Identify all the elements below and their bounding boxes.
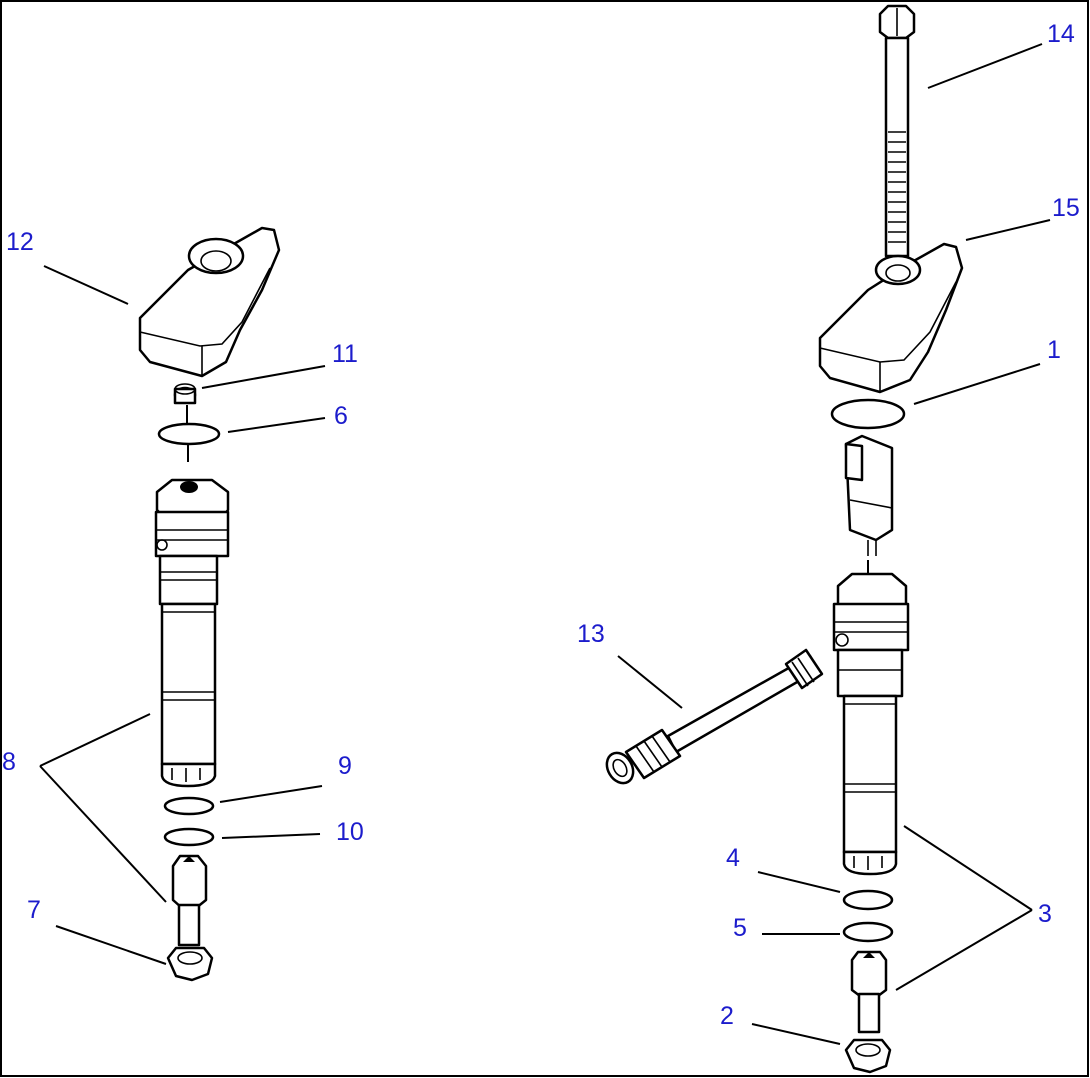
left-injector-body — [154, 478, 230, 788]
callout-2: 2 — [720, 1002, 734, 1030]
callout-4: 4 — [726, 844, 740, 872]
callout-14: 14 — [1047, 20, 1075, 48]
right-connector — [844, 434, 894, 556]
left-nut — [173, 383, 197, 405]
callout-1: 1 — [1047, 336, 1061, 364]
right-nozzle-nut — [844, 1038, 892, 1074]
right-washer-5 — [842, 921, 894, 943]
left-washer-9 — [163, 796, 215, 816]
left-washer-10 — [163, 827, 215, 847]
right-clamp — [818, 242, 964, 394]
right-injector-assembly — [605, 4, 964, 1074]
left-nozzle-nut — [166, 946, 214, 982]
left-nozzle — [171, 854, 208, 947]
right-injector-body — [832, 572, 910, 876]
callout-11: 11 — [332, 340, 358, 368]
left-o-ring-6 — [157, 422, 221, 446]
callout-10: 10 — [336, 818, 364, 846]
right-o-ring-1 — [830, 398, 906, 430]
callout-13: 13 — [577, 620, 605, 648]
callout-6: 6 — [334, 402, 348, 430]
callout-12: 12 — [6, 228, 34, 256]
leader-lines — [39, 43, 1051, 1045]
callout-8: 8 — [2, 748, 16, 776]
callout-labels: 1 2 3 4 5 6 7 8 9 10 11 12 13 14 15 — [2, 20, 1080, 1030]
callout-3: 3 — [1038, 900, 1052, 928]
left-injector-assembly — [138, 226, 281, 982]
callout-7: 7 — [27, 896, 41, 924]
right-bolt — [878, 4, 916, 258]
right-washer-4 — [842, 889, 894, 911]
right-nozzle — [850, 950, 888, 1034]
left-clamp — [138, 226, 281, 378]
callout-5: 5 — [733, 914, 747, 942]
right-leak-off-pipe — [605, 648, 824, 785]
callout-9: 9 — [338, 752, 352, 780]
callout-15: 15 — [1052, 194, 1080, 222]
